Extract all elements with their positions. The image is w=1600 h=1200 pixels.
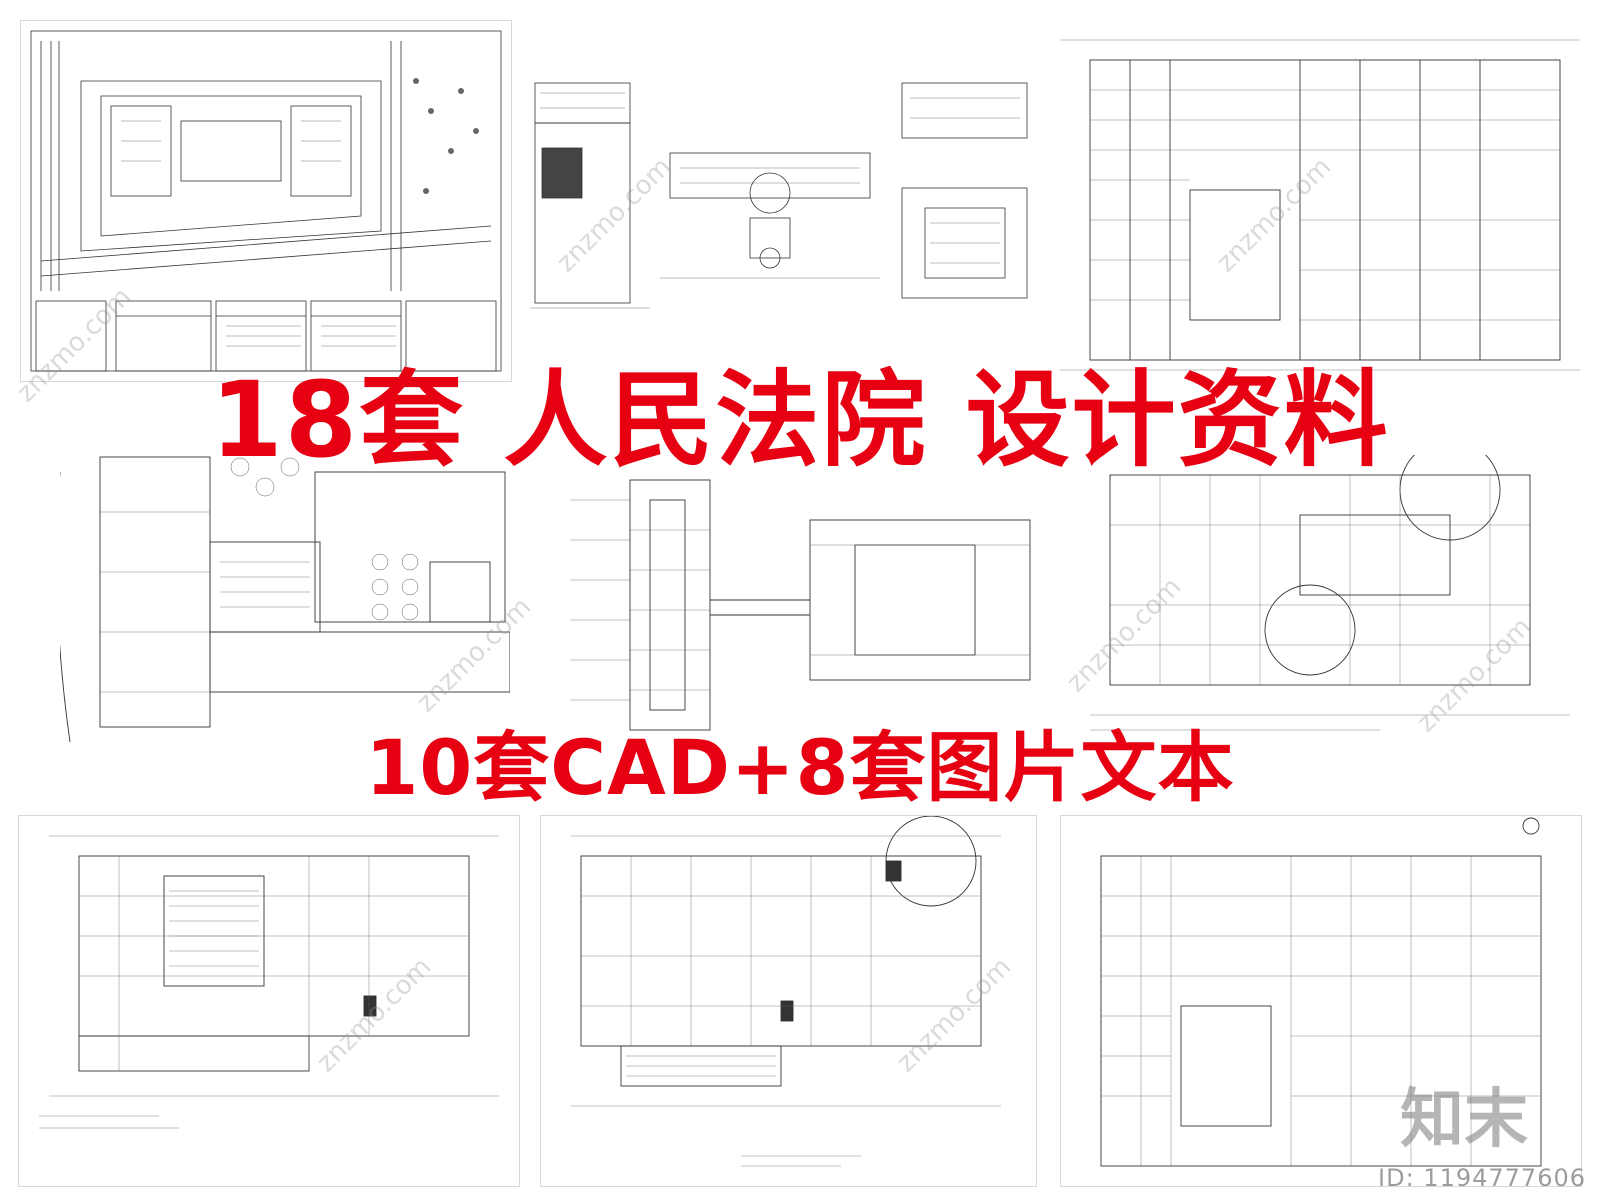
office-floor-plan-drawing bbox=[1060, 815, 1582, 1187]
campus-plan-svg bbox=[530, 82, 1028, 309]
courtyard-plan-set-drawing bbox=[570, 460, 1040, 750]
sub-headline: 10套CAD+8套图片文本 bbox=[365, 723, 1235, 812]
courtyard-plan-svg bbox=[570, 479, 1031, 731]
site-plan-svg bbox=[30, 30, 502, 372]
ground-floor-plan-drawing bbox=[60, 452, 510, 752]
floor-plan-grid-drawing bbox=[1060, 20, 1580, 380]
site-plan-drawing bbox=[20, 20, 512, 382]
third-floor-plan-drawing bbox=[18, 815, 520, 1187]
office-floor-plan-svg bbox=[1100, 817, 1542, 1167]
first-floor-plan-svg bbox=[571, 816, 1001, 1167]
floor-plan-grid-svg bbox=[1060, 39, 1580, 371]
fourth-floor-plan-svg bbox=[1090, 455, 1570, 731]
fourth-floor-plan-drawing bbox=[1080, 455, 1580, 755]
brand-logo: 知末 bbox=[1400, 1082, 1528, 1157]
campus-plan-set-drawing bbox=[530, 78, 1040, 338]
third-floor-plan-svg bbox=[39, 835, 499, 1129]
main-headline: 18套 人民法院 设计资料 bbox=[210, 359, 1390, 481]
first-floor-plan-drawing bbox=[540, 815, 1037, 1187]
ground-floor-plan-svg bbox=[60, 456, 510, 743]
image-id-label: ID: 1194777606 bbox=[1378, 1164, 1586, 1192]
